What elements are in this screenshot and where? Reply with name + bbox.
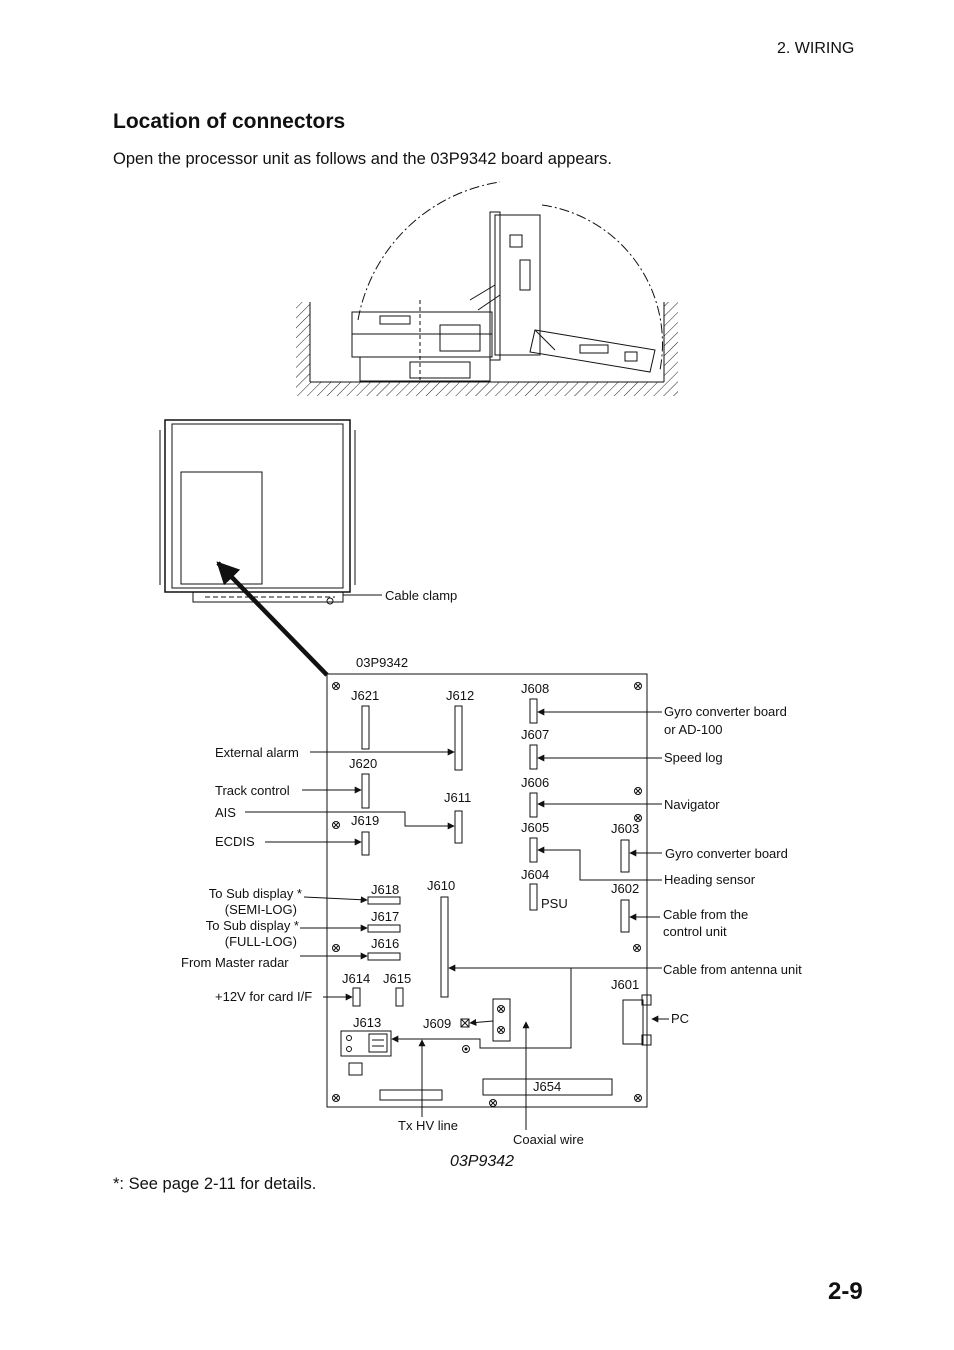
svg-text:J618: J618 — [371, 882, 399, 897]
svg-text:J621: J621 — [351, 688, 379, 703]
cable-clamp-label: Cable clamp — [385, 588, 457, 603]
svg-text:Track control: Track control — [215, 783, 290, 798]
zoom-arrow — [216, 561, 329, 677]
svg-text:Gyro converter board: Gyro converter board — [665, 846, 788, 861]
svg-text:J654: J654 — [533, 1079, 561, 1094]
svg-text:(SEMI-LOG): (SEMI-LOG) — [225, 902, 297, 917]
connector-shapes — [340, 698, 652, 1101]
svg-text:J604: J604 — [521, 867, 549, 882]
svg-text:+12V for card I/F: +12V for card I/F — [215, 989, 312, 1004]
svg-text:Gyro converter board: Gyro converter board — [664, 704, 787, 719]
svg-text:AIS: AIS — [215, 805, 236, 820]
svg-text:J611: J611 — [444, 790, 471, 805]
svg-text:To Sub display *: To Sub display * — [206, 918, 299, 933]
svg-text:J612: J612 — [446, 688, 474, 703]
svg-text:J607: J607 — [521, 727, 549, 742]
svg-text:control unit: control unit — [663, 924, 727, 939]
leader-lines — [245, 708, 669, 1130]
svg-text:From Master radar: From Master radar — [181, 955, 289, 970]
svg-text:J613: J613 — [353, 1015, 381, 1030]
connector-labels: J621 J612 J608 J607 J620 J606 J611 J619 … — [342, 681, 639, 1094]
svg-text:Navigator: Navigator — [664, 797, 720, 812]
svg-text:External alarm: External alarm — [215, 745, 299, 760]
unit-opening-illustration — [296, 181, 678, 396]
svg-text:Speed log: Speed log — [664, 750, 723, 765]
svg-text:J608: J608 — [521, 681, 549, 696]
svg-text:Coaxial wire: Coaxial wire — [513, 1132, 584, 1147]
svg-text:J602: J602 — [611, 881, 639, 896]
svg-text:J606: J606 — [521, 775, 549, 790]
board-label: 03P9342 — [356, 655, 408, 670]
svg-text:J620: J620 — [349, 756, 377, 771]
section-heading: Location of connectors — [113, 110, 346, 133]
unit-top-view — [159, 419, 356, 605]
page-number: 2-9 — [828, 1278, 863, 1305]
mounting-screws — [332, 682, 642, 1107]
running-header: 2. WIRING — [777, 40, 855, 57]
intro-text: Open the processor unit as follows and t… — [113, 150, 612, 168]
svg-text:J609: J609 — [423, 1016, 451, 1031]
svg-text:J610: J610 — [427, 878, 455, 893]
figure-caption: 03P9342 — [450, 1153, 515, 1170]
svg-text:ECDIS: ECDIS — [215, 834, 255, 849]
svg-text:Cable from the: Cable from the — [663, 907, 748, 922]
svg-text:J605: J605 — [521, 820, 549, 835]
svg-text:J617: J617 — [371, 909, 399, 924]
external-labels: External alarm Track control AIS ECDIS T… — [181, 704, 802, 1147]
svg-text:J601: J601 — [611, 977, 639, 992]
board-outline — [326, 673, 648, 1108]
svg-text:Heading sensor: Heading sensor — [664, 872, 756, 887]
svg-text:PSU: PSU — [541, 896, 568, 911]
svg-text:J619: J619 — [351, 813, 379, 828]
svg-text:Tx HV line: Tx HV line — [398, 1118, 458, 1133]
svg-text:Cable from antenna unit: Cable from antenna unit — [663, 962, 802, 977]
svg-text:J614: J614 — [342, 971, 370, 986]
svg-text:or AD-100: or AD-100 — [664, 722, 723, 737]
svg-text:PC: PC — [671, 1011, 689, 1026]
svg-text:To Sub display *: To Sub display * — [209, 886, 302, 901]
svg-text:J603: J603 — [611, 821, 639, 836]
svg-text:(FULL-LOG): (FULL-LOG) — [225, 934, 297, 949]
svg-text:J616: J616 — [371, 936, 399, 951]
footnote: *: See page 2-11 for details. — [113, 1175, 317, 1193]
svg-text:J615: J615 — [383, 971, 411, 986]
